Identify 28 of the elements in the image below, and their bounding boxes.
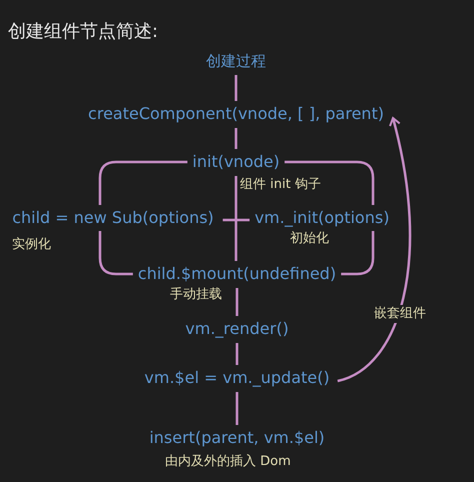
connector-line xyxy=(222,218,250,222)
code-step: vm._render() xyxy=(182,318,292,340)
step-caption: 由内及外的插入 Dom xyxy=(165,453,291,471)
step-caption: 初始化 xyxy=(290,230,329,248)
code-step: child = new Sub(options) xyxy=(9,207,217,229)
connector-line xyxy=(98,231,133,276)
heading-label: 创建过程 xyxy=(203,50,269,72)
connector-line xyxy=(236,392,238,425)
title: 创建组件节点简述: xyxy=(8,20,158,44)
connector-line xyxy=(234,75,238,101)
arrow xyxy=(337,117,412,382)
step-caption: 实例化 xyxy=(12,236,51,254)
code-step: init(vnode) xyxy=(189,151,283,173)
connector-line xyxy=(284,160,374,205)
code-step: createComponent(vnode, [ ], parent) xyxy=(85,103,387,125)
connector-line xyxy=(234,128,238,149)
code-step: insert(parent, vm.$el) xyxy=(146,427,328,449)
connector-line xyxy=(234,176,238,261)
connector-line xyxy=(236,288,238,316)
edge-label: 嵌套组件 xyxy=(372,305,428,323)
step-caption: 组件 init 钩子 xyxy=(240,176,321,194)
connector-line xyxy=(98,160,188,205)
code-step: vm.$el = vm._update() xyxy=(141,367,333,389)
code-step: child.$mount(undefined) xyxy=(134,263,340,285)
step-caption: 手动挂载 xyxy=(170,286,222,304)
connector-line xyxy=(341,231,374,276)
code-step: vm._init(options) xyxy=(252,207,392,229)
connector-line xyxy=(236,343,238,365)
